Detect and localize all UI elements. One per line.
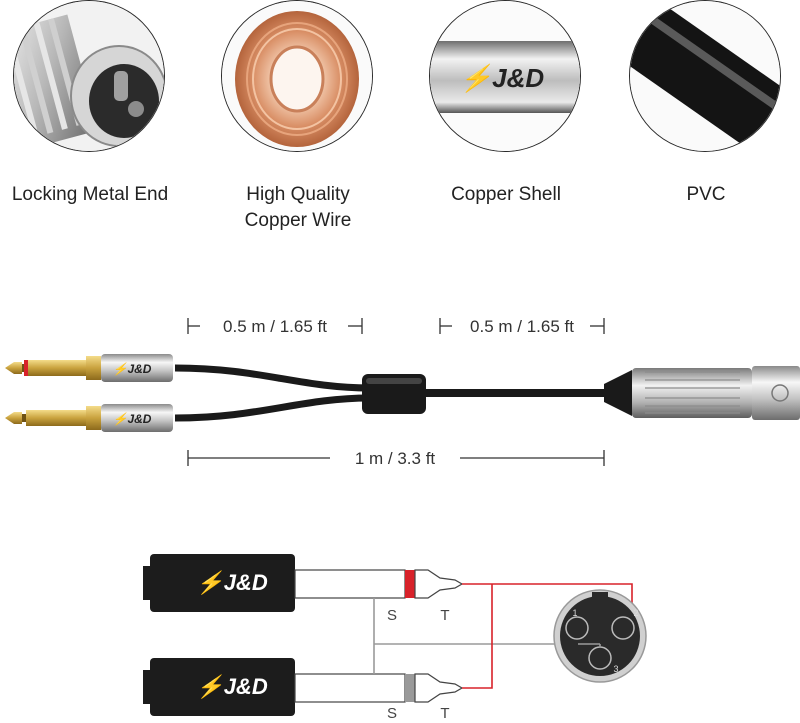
pvc-cable-icon bbox=[629, 0, 781, 152]
dimension-split-right bbox=[439, 318, 605, 334]
feature-label: High Quality Copper Wire bbox=[244, 184, 352, 231]
quarter-inch-plug-top: ⚡J&D bbox=[5, 354, 173, 382]
quarter-inch-plug-bottom: ⚡J&D bbox=[5, 404, 173, 432]
split-right-label: 0.5 m / 1.65 ft bbox=[470, 317, 574, 336]
split-left-label: 0.5 m / 1.65 ft bbox=[223, 317, 327, 336]
sleeve-label-top: S bbox=[387, 607, 397, 624]
xlr-metal-end-icon bbox=[13, 0, 165, 152]
copper-wire-coil-icon bbox=[221, 0, 373, 152]
wiring-diagram: ⚡J&D S T ⚡J&D S T 1 2 3 bbox=[143, 554, 647, 722]
total-length-label: 1 m / 3.3 ft bbox=[355, 449, 436, 468]
sleeve-wires bbox=[373, 598, 578, 674]
xlr-connector bbox=[604, 366, 800, 420]
pin-1-label: 1 bbox=[572, 608, 577, 618]
copper-shell-icon: ⚡J&D bbox=[429, 0, 581, 152]
sleeve-label-bottom: S bbox=[387, 705, 397, 722]
wiring-plug-bottom: ⚡J&D bbox=[143, 658, 464, 716]
dimension-total bbox=[187, 450, 605, 466]
svg-text:⚡J&D: ⚡J&D bbox=[196, 674, 268, 700]
svg-text:⚡J&D: ⚡J&D bbox=[196, 570, 268, 596]
pin-3-label: 3 bbox=[613, 664, 618, 674]
svg-text:⚡J&D: ⚡J&D bbox=[460, 63, 545, 94]
feature-label: PVC bbox=[686, 184, 726, 205]
y-cable-diagram: 0.5 m / 1.65 ft 0.5 m / 1.65 ft ⚡J&D ⚡J&… bbox=[5, 317, 800, 468]
svg-text:⚡J&D: ⚡J&D bbox=[113, 362, 152, 376]
xlr-pinout-icon bbox=[553, 589, 647, 683]
svg-text:⚡J&D: ⚡J&D bbox=[113, 412, 152, 426]
pin-2-label: 2 bbox=[633, 608, 638, 618]
feature-label: Copper Shell bbox=[451, 184, 561, 205]
tip-label-bottom: T bbox=[440, 705, 449, 722]
dimension-split-left bbox=[187, 318, 363, 334]
feature-label: Locking Metal End bbox=[11, 184, 169, 205]
tip-label-top: T bbox=[440, 607, 449, 624]
wiring-plug-top: ⚡J&D bbox=[143, 554, 464, 612]
